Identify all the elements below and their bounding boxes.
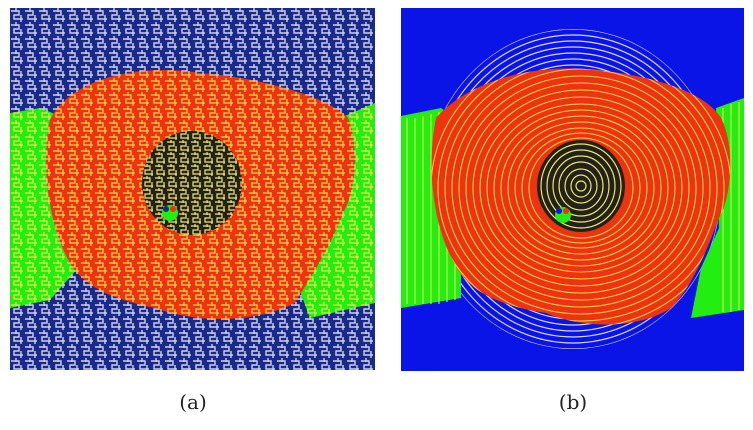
panel-b-caption: (b) xyxy=(558,390,588,414)
panel-a-svg xyxy=(10,8,375,370)
panel-a-image xyxy=(10,8,375,370)
panel-b-svg xyxy=(401,8,744,371)
panel-a-caption: (a) xyxy=(179,390,207,414)
panel-b-image xyxy=(401,8,744,371)
